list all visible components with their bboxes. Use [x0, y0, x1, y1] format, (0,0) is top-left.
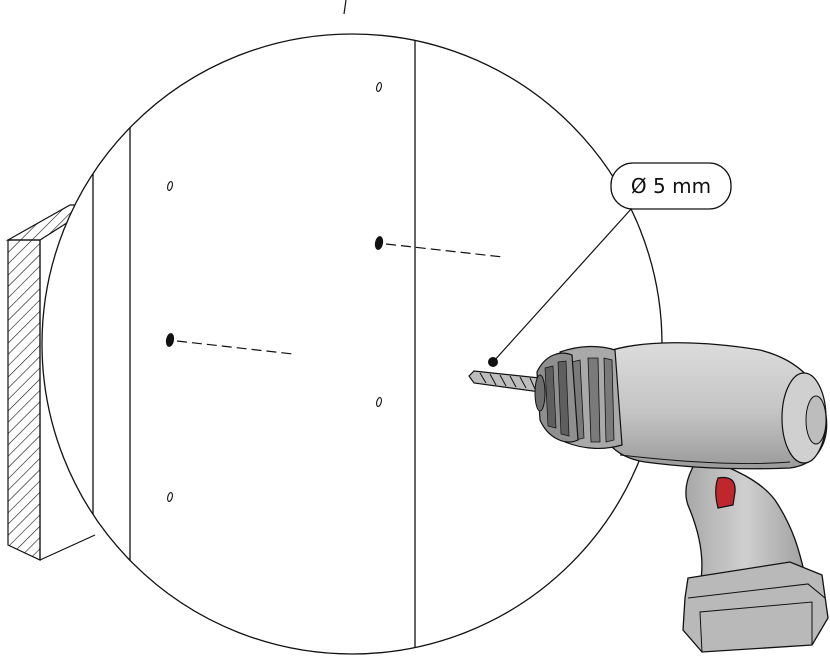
hole-marker [167, 181, 173, 191]
hole-marker [376, 82, 382, 92]
drill-icon [468, 342, 829, 653]
hole-marker [376, 397, 382, 407]
callout-label: Ø 5 mm [631, 174, 711, 198]
hole-markers [167, 82, 382, 502]
diameter-callout: Ø 5 mm [488, 162, 732, 367]
detail-circle [41, 0, 663, 655]
callout-bubble [610, 162, 732, 210]
drill-holes [165, 236, 504, 355]
hole-marker [167, 492, 173, 502]
drill-hole-upper [374, 236, 384, 250]
drill-hole-lower [165, 333, 175, 347]
